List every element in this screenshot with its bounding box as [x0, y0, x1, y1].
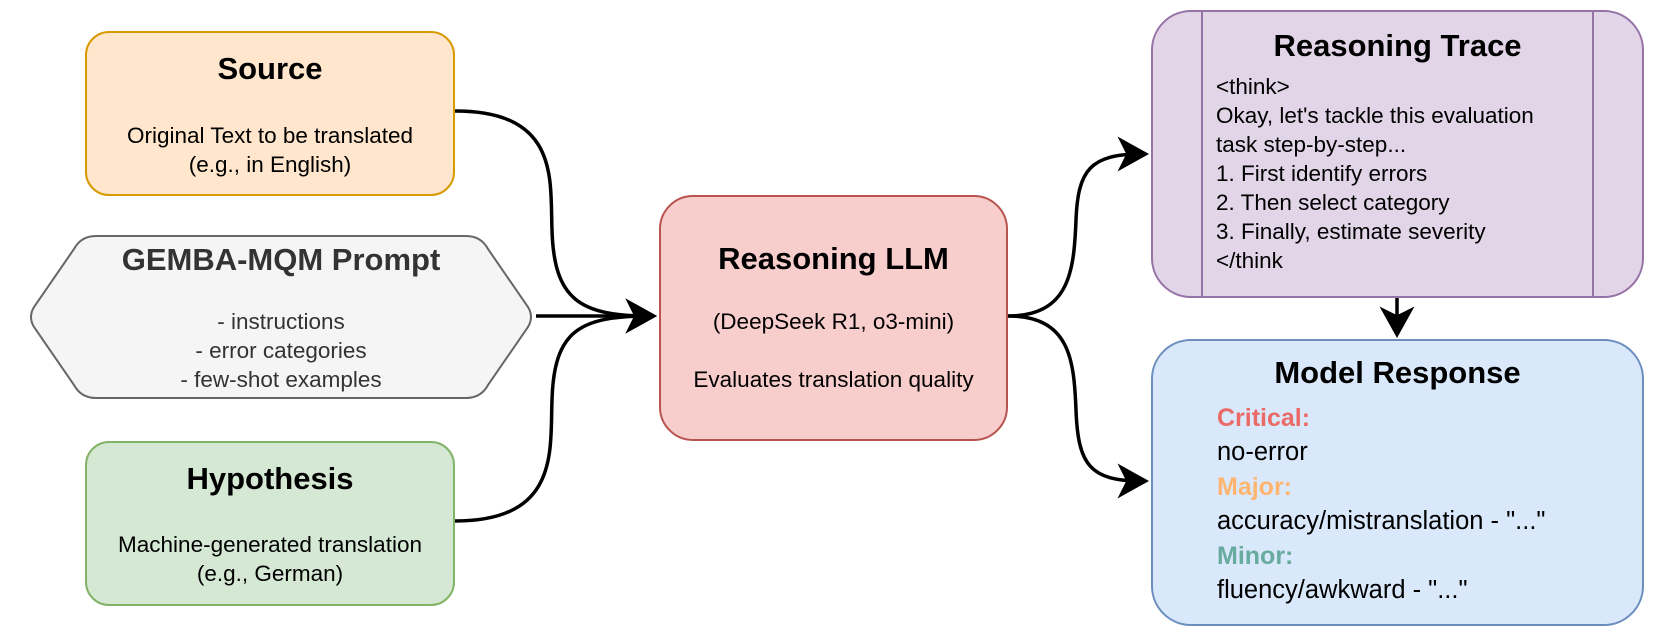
source-box: Source Original Text to be translated (e…	[85, 31, 455, 196]
hypothesis-line-2: (e.g., German)	[196, 561, 344, 586]
model-response-box: Model Response Critical: no-error Major:…	[1151, 339, 1644, 626]
trace-right-divider	[1592, 12, 1594, 296]
hypothesis-line-1: Machine-generated translation	[118, 532, 422, 557]
prompt-title: GEMBA-MQM Prompt	[121, 242, 441, 277]
source-title: Source	[217, 51, 323, 86]
trace-line: task step-by-step...	[1216, 132, 1407, 157]
trace-line: <think>	[1216, 74, 1290, 99]
arrow-source-to-llm	[454, 109, 657, 334]
trace-title: Reasoning Trace	[1273, 28, 1522, 63]
arrow-hypothesis-to-llm	[454, 298, 657, 523]
source-line-1: Original Text to be translated	[127, 123, 413, 148]
prompt-item: - few-shot examples	[180, 367, 382, 392]
prompt-item: - error categories	[195, 338, 367, 363]
arrow-llm-to-response	[1007, 314, 1149, 499]
major-value: accuracy/mistranslation - "..."	[1217, 507, 1546, 535]
trace-line: 2. Then select category	[1216, 190, 1450, 215]
source-description: Original Text to be translated (e.g., in…	[87, 121, 453, 179]
response-title: Model Response	[1274, 355, 1521, 390]
hypothesis-description: Machine-generated translation (e.g., Ger…	[87, 530, 453, 588]
minor-value: fluency/awkward - "..."	[1217, 576, 1468, 604]
prompt-hexagon-shape	[30, 235, 532, 399]
trace-line: 1. First identify errors	[1216, 161, 1428, 186]
arrow-llm-to-trace	[1007, 136, 1149, 318]
response-lines: Critical: no-error Major: accuracy/mistr…	[1217, 401, 1545, 608]
trace-lines: <think> Okay, let's tackle this evaluati…	[1216, 72, 1534, 275]
trace-left-divider	[1201, 12, 1203, 296]
major-label: Major:	[1217, 473, 1292, 501]
reasoning-llm-box: Reasoning LLM (DeepSeek R1, o3-mini) Eva…	[659, 195, 1008, 441]
hypothesis-title: Hypothesis	[186, 461, 354, 496]
llm-title: Reasoning LLM	[718, 241, 949, 276]
prompt-item: - instructions	[217, 309, 345, 334]
llm-models: (DeepSeek R1, o3-mini)	[712, 309, 955, 334]
critical-label: Critical:	[1217, 404, 1311, 432]
critical-value: no-error	[1217, 438, 1308, 466]
llm-description: Evaluates translation quality	[693, 367, 974, 392]
prompt-box: GEMBA-MQM Prompt - instructions - error …	[26, 235, 536, 400]
hypothesis-box: Hypothesis Machine-generated translation…	[85, 441, 455, 606]
source-line-2: (e.g., in English)	[188, 152, 352, 177]
trace-line: 3. Finally, estimate severity	[1216, 219, 1486, 244]
minor-label: Minor:	[1217, 542, 1294, 570]
trace-line: </think	[1216, 248, 1283, 273]
reasoning-trace-box: Reasoning Trace <think> Okay, let's tack…	[1151, 10, 1644, 298]
trace-line: Okay, let's tackle this evaluation	[1216, 103, 1534, 128]
prompt-items: - instructions - error categories - few-…	[26, 307, 536, 394]
